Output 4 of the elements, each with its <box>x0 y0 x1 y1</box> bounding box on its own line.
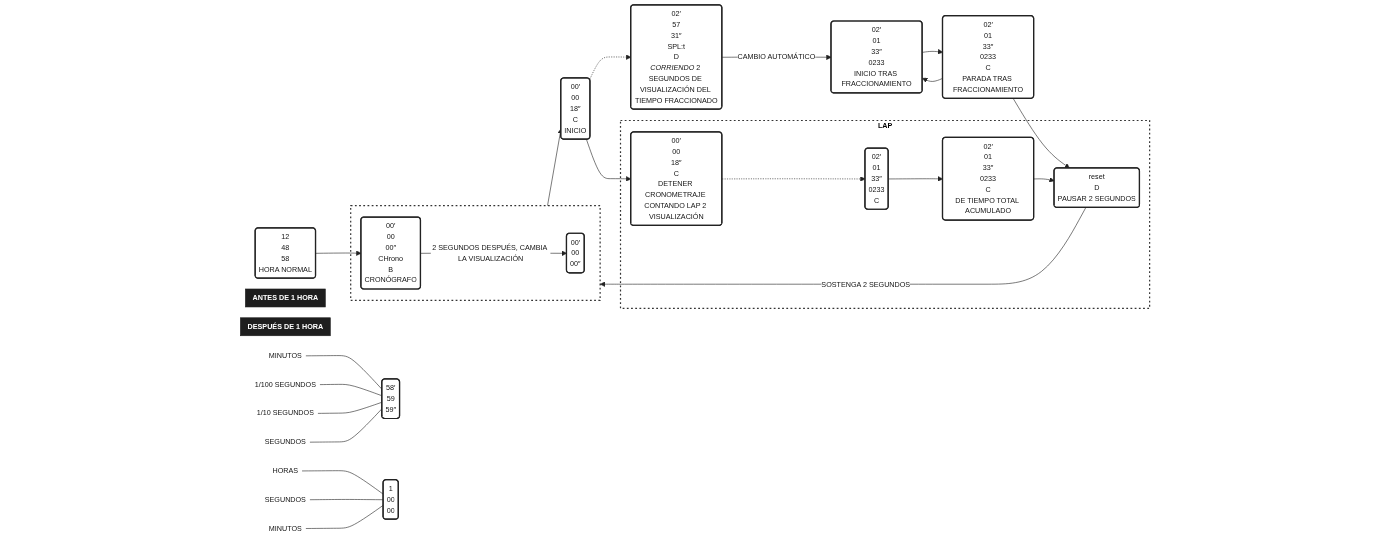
connector <box>309 499 384 501</box>
cluster <box>350 205 601 301</box>
connector <box>305 504 384 529</box>
connector <box>301 470 384 495</box>
